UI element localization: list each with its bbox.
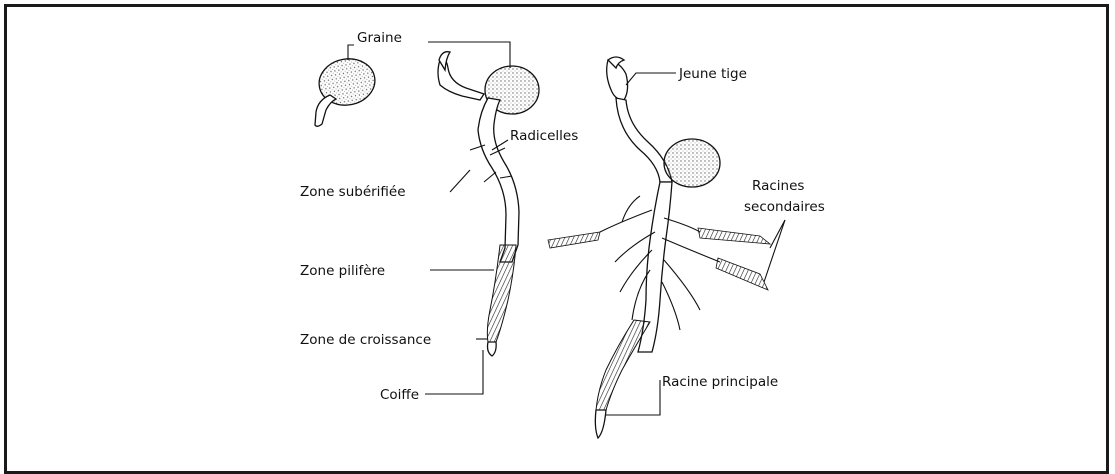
label-jeune-tige: Jeune tige (678, 66, 747, 82)
germination-diagram: Graine Radicelles Zone subérifiée Zone p… (0, 0, 1115, 449)
leader-zone-suberifiee (450, 170, 470, 192)
leader-racines-secondaires-b (764, 220, 785, 282)
radicelle-3 (484, 172, 496, 182)
label-zone-pilifere: Zone pilifère (300, 263, 385, 279)
secondary-root-8 (662, 282, 680, 330)
seedling-2-root (478, 98, 519, 262)
seedling-2-pilifere (487, 245, 516, 342)
seedling-stage-2 (438, 52, 539, 356)
leader-coiffe (425, 350, 483, 394)
seedling-2-tip (488, 342, 497, 356)
main-root-tip (595, 410, 606, 438)
diagram-page: Graine Radicelles Zone subérifiée Zone p… (0, 0, 1115, 449)
label-zone-suberifiee: Zone subérifiée (300, 184, 406, 200)
young-stem (616, 98, 672, 182)
label-secondaires: secondaires (744, 199, 825, 215)
label-coiffe: Coiffe (380, 387, 419, 403)
seed-1-radicle (315, 95, 336, 126)
secondary-root-2-hairs (698, 228, 770, 244)
label-racines: Racines (752, 178, 804, 194)
label-zone-croissance: Zone de croissance (300, 332, 431, 348)
secondary-root-3-hairs (716, 258, 768, 290)
secondary-root-1-hairs (548, 232, 600, 248)
label-radicelles: Radicelles (510, 128, 578, 144)
leader-graine (348, 45, 354, 60)
seed-stage-1 (315, 54, 379, 126)
leader-jeune-tige (626, 73, 676, 85)
leader-lines (348, 42, 785, 415)
secondary-root-2 (664, 218, 700, 232)
secondary-root-7 (664, 260, 700, 310)
seed-3 (664, 139, 720, 187)
label-racine-principale: Racine principale (662, 374, 778, 390)
main-root-pilifere (596, 320, 650, 410)
label-graine: Graine (357, 30, 402, 46)
secondary-root-3 (662, 238, 720, 262)
